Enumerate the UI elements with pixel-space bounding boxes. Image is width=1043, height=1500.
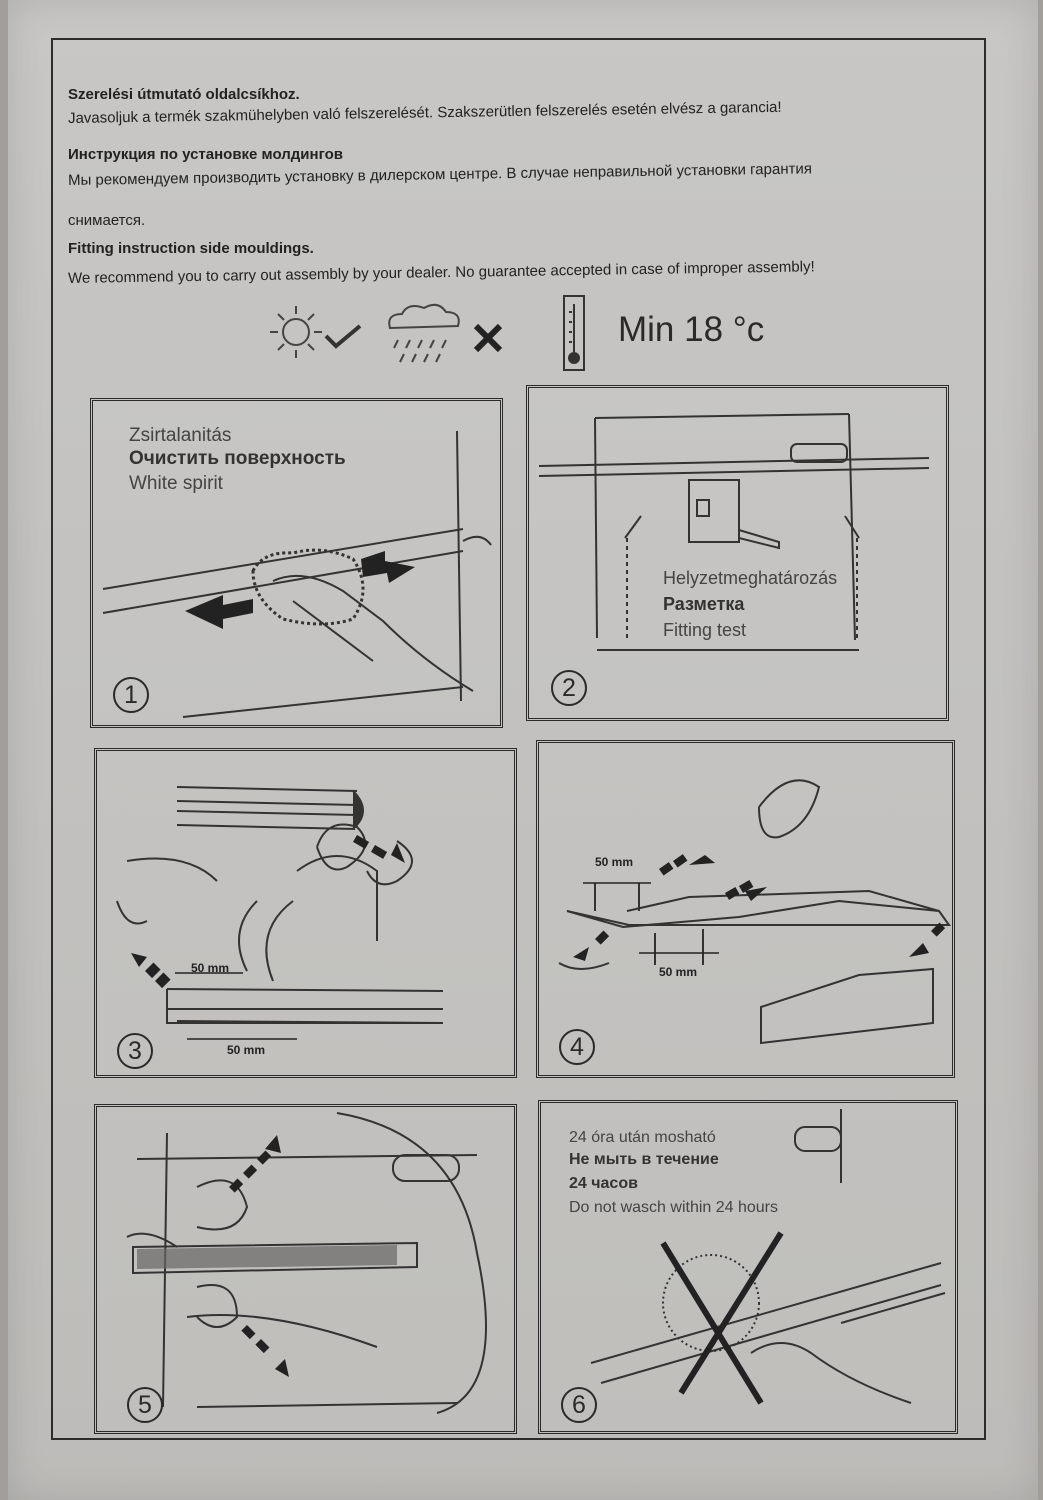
step-2-illustration — [538, 413, 930, 651]
tape-measure-icon — [688, 479, 780, 550]
step-5-illustration — [126, 1112, 487, 1414]
ru-title: Инструкция по установке молдингов — [68, 146, 344, 163]
step-3-panel: 50 mm 50 mm 3 — [94, 748, 517, 1078]
checkmark-icon — [324, 324, 362, 349]
step-4-dim-a: 50 mm — [595, 855, 634, 869]
step-1-hu: Zsirtalanitás — [129, 425, 232, 446]
step-2-panel: Helyzetmeghatározás Разметка Fitting tes… — [526, 385, 949, 721]
step-1-en: White spirit — [129, 473, 223, 494]
step-3-illustration — [116, 786, 444, 1040]
step-2-ru: Разметка — [663, 594, 745, 614]
sun-icon — [270, 306, 322, 358]
step-2-number: 2 — [551, 670, 587, 706]
step-6-number: 6 — [561, 1387, 597, 1423]
min-temperature: Min 18 °c — [618, 310, 765, 349]
step-6-en: Do not wasch within 24 hours — [569, 1199, 778, 1216]
page-frame — [51, 38, 986, 1440]
step-5-panel: 5 — [94, 1104, 517, 1434]
step-6-ru-1: Не мыть в течение — [569, 1151, 719, 1168]
step-6-panel: 24 óra után mosható Не мыть в течение 24… — [538, 1100, 958, 1434]
arrow-right-icon — [361, 551, 415, 583]
step-4-number: 4 — [559, 1029, 595, 1065]
condition-icons — [270, 295, 585, 371]
crossed-out-icon — [660, 1231, 784, 1405]
step-4-dim-b: 50 mm — [659, 965, 698, 979]
step-2-en: Fitting test — [663, 620, 747, 640]
arrow-left-icon — [185, 595, 253, 629]
step-6-illustration — [590, 1109, 946, 1405]
step-5-number: 5 — [127, 1387, 163, 1423]
step-2-hu: Helyzetmeghatározás — [663, 568, 838, 588]
step-6-hu: 24 óra után mosható — [569, 1129, 716, 1146]
en-title: Fitting instruction side mouldings. — [68, 240, 314, 257]
step-1-number: 1 — [113, 677, 149, 713]
hu-title: Szerelési útmutató oldalcsíkhoz. — [68, 86, 300, 103]
step-3-dim-b: 50 mm — [227, 1043, 266, 1057]
step-3-dim-a: 50 mm — [191, 961, 230, 975]
step-1-panel: Zsirtalanitás Очистить поверхность White… — [90, 398, 503, 728]
step-3-number: 3 — [117, 1033, 153, 1069]
step-1-ru: Очистить поверхность — [129, 448, 346, 469]
thermometer-icon — [563, 295, 585, 371]
step-4-panel: 50 mm 50 mm 4 — [536, 740, 955, 1078]
step-4-illustration — [558, 779, 951, 1045]
instruction-sheet: Szerelési útmutató oldalcsíkhoz. Javasol… — [8, 0, 1038, 1500]
ru-text-2: снимается. — [68, 212, 146, 229]
step-1-illustration — [102, 430, 492, 718]
rain-cloud-icon — [388, 303, 460, 363]
cross-icon — [473, 323, 503, 353]
step-6-ru-2: 24 часов — [569, 1175, 638, 1192]
